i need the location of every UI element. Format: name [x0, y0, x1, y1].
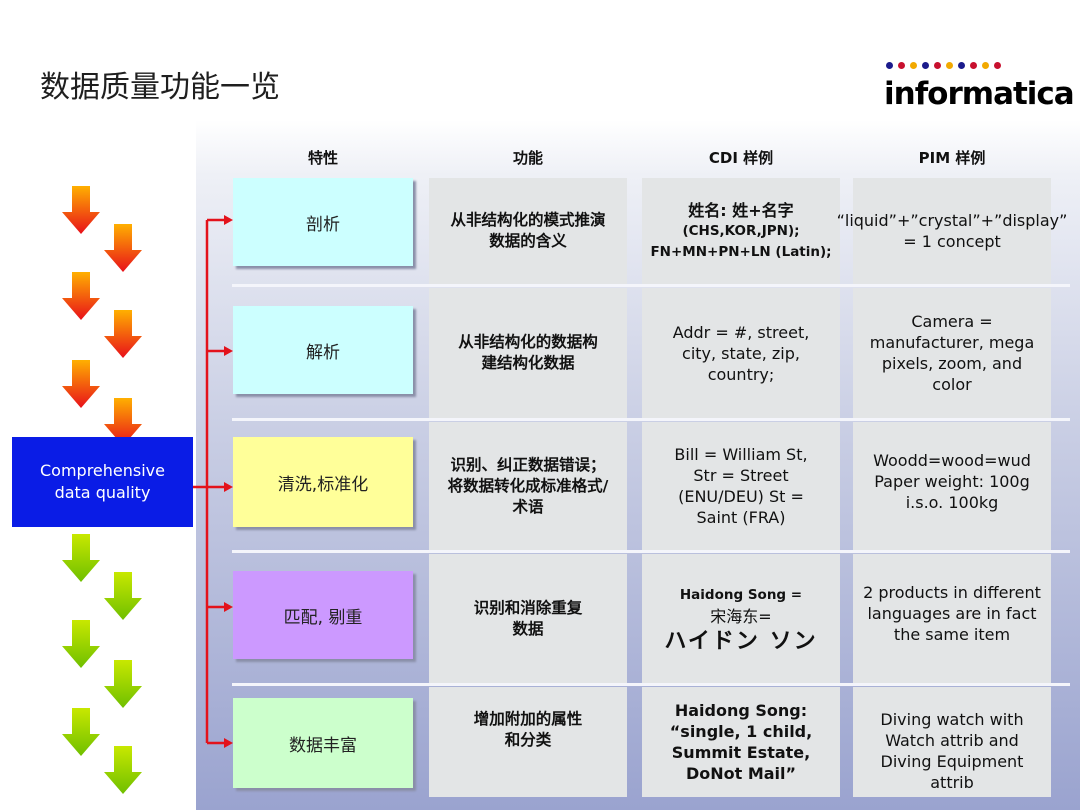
logo-dot [946, 62, 953, 69]
logo-dots [886, 62, 1001, 69]
logo-dot [910, 62, 917, 69]
feature-box-parsing: 解析 [233, 306, 413, 394]
logo-dot [958, 62, 965, 69]
pim-cell: 2 products in different languages are in… [853, 554, 1051, 683]
function-cell: 识别和消除重复数据 [429, 554, 627, 683]
row-separator [232, 284, 1070, 287]
pim-cell: Woodd=wood=wud Paper weight: 100g i.s.o.… [853, 422, 1051, 550]
logo-dot [898, 62, 905, 69]
informatica-logo: informatica [884, 62, 1075, 114]
feature-box-cleansing: 清洗,标准化 [233, 437, 413, 527]
cdq-label: Comprehensive data quality [40, 461, 165, 502]
red-down-arrow-icon [62, 186, 142, 446]
feature-label: 剖析 [306, 214, 340, 235]
function-cell: 从非结构化的数据构建结构化数据 [429, 288, 627, 418]
header-function: 功能 [512, 149, 543, 167]
function-cell: 从非结构化的模式推演数据的含义 [429, 178, 627, 284]
comprehensive-data-quality-box: Comprehensive data quality [12, 437, 193, 527]
function-cell: 增加附加的属性和分类 [429, 687, 627, 797]
cdi-cell: Bill = William St, Str = Street (ENU/DEU… [642, 422, 840, 550]
feature-label: 匹配, 剔重 [283, 607, 363, 628]
feature-label: 清洗,标准化 [277, 474, 369, 495]
cdi-cell: Haidong Song: “single, 1 child, Summit E… [642, 687, 840, 797]
logo-dot [934, 62, 941, 69]
feature-box-profiling: 剖析 [233, 178, 413, 266]
pim-cell: Camera = manufacturer, mega pixels, zoom… [853, 288, 1051, 418]
row-separator [232, 418, 1070, 421]
cdi-line: 宋海东= [710, 607, 772, 626]
logo-dot [970, 62, 977, 69]
logo-dot [982, 62, 989, 69]
cdi-line: 姓名: 姓+名字 [688, 200, 794, 220]
pim-cell: “liquid”+”crystal”+”display” = 1 concept [837, 178, 1067, 284]
logo-dot [922, 62, 929, 69]
row-separator [232, 683, 1070, 686]
cdi-line: (CHS,KOR,JPN); [682, 222, 800, 239]
header-pim: PIM 样例 [918, 149, 986, 167]
logo-text: informatica [884, 76, 1075, 112]
header-feature: 特性 [307, 149, 338, 167]
logo-dot [886, 62, 893, 69]
feature-label: 数据丰富 [289, 735, 357, 756]
cdi-line: Haidong Song = [679, 587, 803, 603]
logo-dot [994, 62, 1001, 69]
function-cell: 识别、纠正数据错误；将数据转化成标准格式/术语 [429, 422, 627, 550]
cdi-cell: Haidong Song = 宋海东= ハイドン ソン [642, 554, 840, 683]
feature-box-matching: 匹配, 剔重 [233, 571, 413, 659]
cdi-cell: Addr = #, street, city, state, zip, coun… [642, 288, 840, 418]
feature-box-enrichment: 数据丰富 [233, 698, 413, 788]
header-cdi: CDI 样例 [708, 149, 774, 167]
page-title: 数据质量功能一览 [40, 70, 280, 105]
cdi-line: ハイドン ソン [664, 629, 818, 654]
green-down-arrow-icon [62, 534, 142, 794]
pim-cell: Diving watch with Watch attrib and Divin… [853, 687, 1051, 797]
feature-label: 解析 [306, 342, 340, 363]
connector-lines [193, 215, 233, 748]
row-separator [232, 550, 1070, 553]
cdi-line: FN+MN+PN+LN (Latin); [650, 243, 832, 260]
cdi-cell: 姓名: 姓+名字 (CHS,KOR,JPN); FN+MN+PN+LN (Lat… [642, 178, 840, 284]
